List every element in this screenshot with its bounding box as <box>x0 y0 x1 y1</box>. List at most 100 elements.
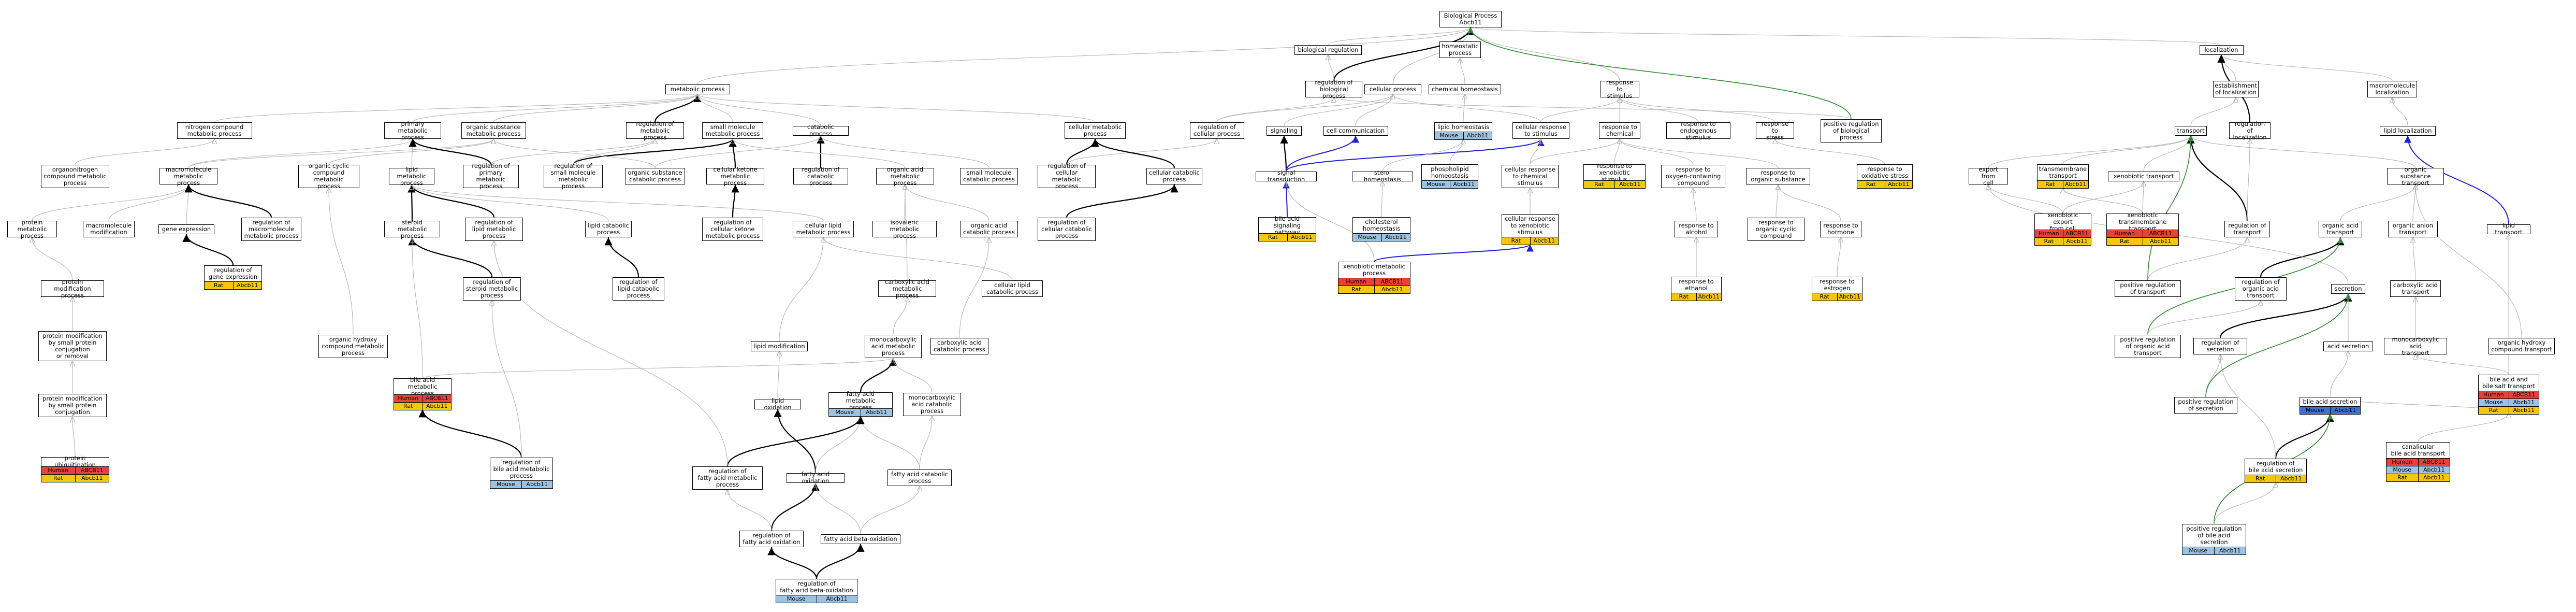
go-term-reg-macromol[interactable]: regulation of macromolecule metabolic pr… <box>241 217 301 241</box>
go-term-protein-mod[interactable]: protein modification process <box>41 278 104 298</box>
go-term-lipid-mod[interactable]: lipid modification <box>751 341 808 351</box>
go-term-reg-cat[interactable]: regulation of catabolic process <box>793 166 848 186</box>
go-term-primary[interactable]: primary metabolic process <box>384 120 441 140</box>
go-term-steroid-met[interactable]: steroid metabolic process <box>384 219 440 239</box>
go-term-metabolic[interactable]: metabolic process <box>665 84 730 94</box>
go-term-localization[interactable]: localization <box>2199 45 2244 55</box>
go-term-gene-expr[interactable]: gene expression <box>158 224 214 234</box>
go-term-carboxylic-met[interactable]: carboxylic acid metabolic process <box>878 278 936 298</box>
go-term-organonitrogen[interactable]: organonitrogen compound metabolic proces… <box>41 164 109 188</box>
go-term-cell-lipid-met[interactable]: cellular lipid metabolic process <box>793 221 854 237</box>
go-term-cell-lipid-cat[interactable]: cellular lipid catabolic process <box>982 280 1043 297</box>
go-term-lipid-transport[interactable]: lipid transport <box>2487 222 2530 236</box>
go-term-macromol-met[interactable]: macromolecule metabolic process <box>159 166 217 186</box>
go-term-isovaleric[interactable]: isovaleric metabolic process <box>872 219 937 239</box>
go-term-regbio[interactable]: regulation of biological process <box>1305 79 1362 99</box>
go-term-secretion[interactable]: secretion <box>2331 283 2365 294</box>
go-term-signal-trans[interactable]: signal transduction <box>1256 169 1317 183</box>
go-term-resp-orgcyclic[interactable]: response to organic cyclic compound <box>1748 217 1804 241</box>
go-term-reg-steroid[interactable]: regulation of steroid metabolic process <box>463 277 521 301</box>
go-term-chemhomeo[interactable]: chemical homeostasis <box>1429 84 1501 94</box>
go-term-cell-ketone[interactable]: cellular ketone metabolic process <box>706 166 764 186</box>
go-term-pos-reg-transport[interactable]: positive regulation of transport <box>2115 280 2181 297</box>
go-term-resp-endo[interactable]: response to endogenous stimulus <box>1666 120 1730 140</box>
go-term-homeostatic[interactable]: homeostatic process <box>1439 41 1481 58</box>
go-term-fatty-beta[interactable]: fatty acid beta-oxidation <box>821 534 900 544</box>
go-term-fatty-cat[interactable]: fatty acid catabolic process <box>887 469 952 486</box>
go-term-smallmol-cat[interactable]: small molecule catabolic process <box>960 168 1018 184</box>
go-term-lipid-cat[interactable]: lipid catabolic process <box>585 221 632 237</box>
go-term-reg-bile-met[interactable]: regulation of bile acid metabolic proces… <box>490 457 553 489</box>
go-term-reg-secretion[interactable]: regulation of secretion <box>2193 338 2247 354</box>
go-term-macromol-mod[interactable]: macromolecule modification <box>83 221 135 237</box>
go-term-cell-resp-xeno[interactable]: cellular response to xenobiotic stimulus… <box>1502 214 1559 245</box>
go-term-cell-resp[interactable]: cellular response to stimulus <box>1512 122 1569 139</box>
go-term-protein-mod-small[interactable]: protein modification by small protein co… <box>38 331 107 361</box>
go-term-monocarboxylic-transport[interactable]: monocarboxylic acid transport <box>2384 336 2447 356</box>
go-term-reg-met[interactable]: regulation of metabolic process <box>626 120 684 140</box>
go-term-orgacid-cat[interactable]: organic acid catabolic process <box>960 221 1018 237</box>
go-term-lipid-loc[interactable]: lipid localization <box>2380 125 2436 136</box>
go-term-pos-reg-bio[interactable]: positive regulation of biological proces… <box>1821 119 1882 143</box>
go-term-reg-orgacid-transport[interactable]: regulation of organic acid transport <box>2235 277 2287 301</box>
go-term-bioreg[interactable]: biological regulation <box>1294 45 1362 55</box>
go-term-reg-lipid-met[interactable]: regulation of lipid metabolic process <box>465 217 523 241</box>
go-term-acid-secretion[interactable]: acid secretion <box>2323 341 2373 351</box>
go-term-monocarboxylic-cat[interactable]: monocarboxylic acid catabolic process <box>903 392 961 416</box>
go-term-cellular[interactable]: cellular process <box>1364 84 1421 94</box>
go-term-organic-hydroxy-transport[interactable]: organic hydroxy compound transport <box>2488 338 2555 354</box>
go-term-orgsub-cat[interactable]: organic substance catabolic process <box>625 168 685 184</box>
go-term-carboxylic-transport[interactable]: carboxylic acid transport <box>2390 280 2441 297</box>
go-term-carboxylic-cat[interactable]: carboxylic acid catabolic process <box>930 338 988 354</box>
go-term-organic-hydroxy-met[interactable]: organic hydroxy compound metabolic proce… <box>318 334 388 358</box>
go-term-pos-reg-secretion[interactable]: positive regulation of secretion <box>2174 397 2237 414</box>
go-term-fatty-oxidation[interactable]: fatty acid oxidation <box>787 471 845 485</box>
go-term-organion-transport[interactable]: organic anion transport <box>2388 221 2438 237</box>
go-term-export-cell[interactable]: export from cell <box>1969 166 2008 186</box>
go-term-catabolic[interactable]: catabolic process <box>793 124 849 137</box>
go-term-reg-loc[interactable]: regulation of localization <box>2229 120 2271 140</box>
go-term-reg-cell-cat[interactable]: regulation of cellular catabolic process <box>1038 217 1096 241</box>
go-term-nitrogen[interactable]: nitrogen compound metabolic process <box>177 122 252 139</box>
go-term-resp-oxy[interactable]: response to oxygen-containing compound <box>1661 164 1725 188</box>
go-term-cell-met[interactable]: cellular metabolic process <box>1065 122 1126 139</box>
go-term-orgacid-met[interactable]: organic acid metabolic process <box>876 166 934 186</box>
go-term-reg-primary[interactable]: regulation of primary metabolic process <box>463 163 519 190</box>
go-term-lipid-met[interactable]: lipid metabolic process <box>389 166 434 186</box>
go-term-resp-alcohol[interactable]: response to alcohol <box>1675 221 1718 237</box>
go-term-orgacid-transport[interactable]: organic acid transport <box>2319 221 2362 237</box>
go-term-reg-fatty-ox[interactable]: regulation of fatty acid oxidation <box>739 531 804 547</box>
go-term-pos-reg-orgacid[interactable]: positive regulation of organic acid tran… <box>2115 334 2181 358</box>
go-term-orgsub-transport[interactable]: organic substance transport <box>2387 166 2444 186</box>
go-term-orgsub-met[interactable]: organic substance metabolic process <box>461 122 526 139</box>
go-term-org-cyclic[interactable]: organic cyclic compound metabolic proces… <box>298 163 359 190</box>
go-term-reg-transport[interactable]: regulation of transport <box>2224 221 2270 237</box>
go-term-macromol-loc[interactable]: macromolecule localization <box>2367 81 2417 97</box>
go-term-monocarboxylic-met[interactable]: monocarboxylic acid metabolic process <box>865 334 922 358</box>
go-term-reg-smallmol[interactable]: regulation of small molecule metabolic p… <box>544 163 603 190</box>
go-term-resp-orgsub[interactable]: response to organic substance <box>1746 168 1810 184</box>
go-term-pos-reg-bile-secretion[interactable]: positive regulation of bile acid secreti… <box>2182 523 2246 555</box>
go-term-reg-lipid-cat[interactable]: regulation of lipid catabolic process <box>613 277 664 301</box>
